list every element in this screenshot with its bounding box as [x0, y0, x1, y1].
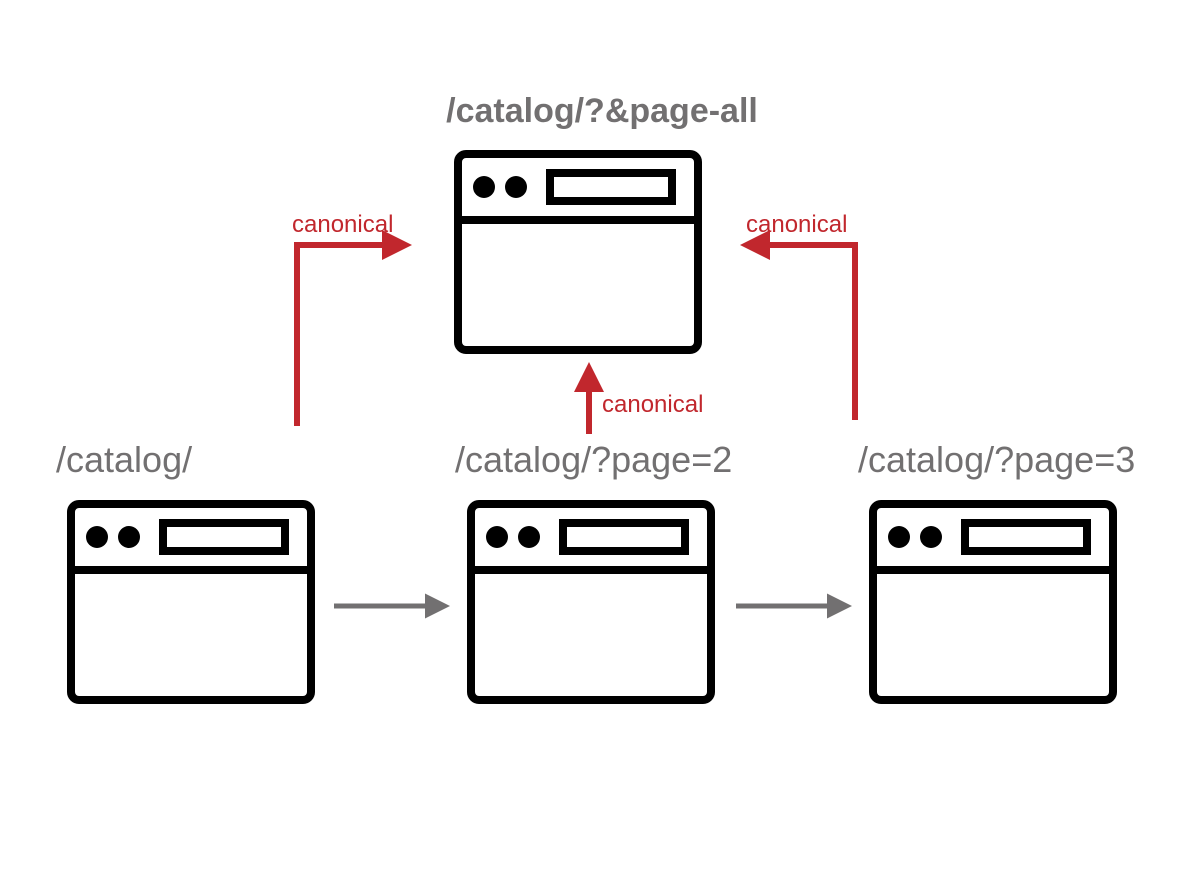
canonical-label-right: canonical: [746, 211, 847, 238]
canonical-arrow-left: [294, 230, 412, 426]
node-page3-label: /catalog/?page=3: [858, 439, 1135, 480]
node-page2-label: /catalog/?page=2: [455, 439, 732, 480]
canonical-arrow-right: [740, 230, 858, 420]
edge-catalog-canonical: canonical: [292, 211, 412, 426]
node-page3: /catalog/?page=3: [858, 439, 1135, 700]
canonical-label-left: canonical: [292, 211, 393, 238]
edge-page2-canonical: canonical: [574, 362, 703, 434]
node-catalog-label: /catalog/: [56, 439, 192, 480]
node-page2: /catalog/?page=2: [455, 439, 732, 700]
browser-window-icon: [458, 154, 698, 350]
node-page-all-label: /catalog/?&page-all: [446, 92, 758, 130]
node-catalog: /catalog/: [56, 439, 311, 700]
browser-window-icon: [471, 504, 711, 700]
node-page-all: /catalog/?&page-all: [446, 92, 758, 350]
canonical-label-center: canonical: [602, 391, 703, 418]
browser-window-icon: [71, 504, 311, 700]
edge-page3-canonical: canonical: [740, 211, 858, 420]
browser-window-icon: [873, 504, 1113, 700]
